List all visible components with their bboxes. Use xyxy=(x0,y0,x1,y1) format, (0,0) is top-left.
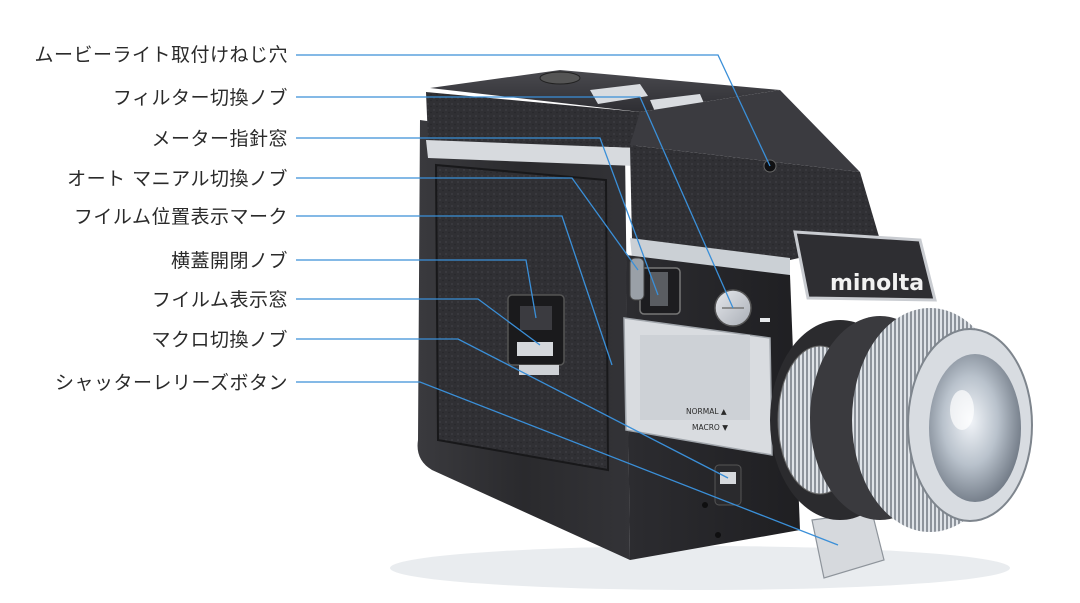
label-meter-window: メーター指針窓 xyxy=(151,128,288,150)
brand-plate xyxy=(793,230,937,302)
front-plate-inner xyxy=(640,335,750,420)
label-movie-light-screw-hole: ムービーライト取付けねじ穴 xyxy=(34,44,288,66)
brand-logo: minolta xyxy=(830,271,924,296)
label-filter-knob: フィルター切換ノブ xyxy=(112,87,288,109)
leader-line-7 xyxy=(296,298,541,346)
label-shutter-release: シャッターレリーズボタン xyxy=(54,372,288,394)
viewfinder-top xyxy=(630,90,860,172)
leader-line-9 xyxy=(296,381,839,546)
leader-line-6 xyxy=(296,259,537,319)
macro-slider-side xyxy=(517,342,553,356)
leader-line-2 xyxy=(296,96,734,309)
mode-normal-text: NORMAL ▲ xyxy=(686,407,727,416)
lens-glass xyxy=(929,354,1021,502)
mode-macro-text: MACRO ▼ xyxy=(692,423,728,432)
trim-band xyxy=(630,238,790,278)
side-leather-top xyxy=(426,92,640,148)
leader-line-3 xyxy=(296,137,659,296)
filter-knob-top xyxy=(590,84,648,104)
leader-line-8 xyxy=(296,338,729,479)
film-window-bar xyxy=(519,365,559,375)
silver-stripe xyxy=(426,140,636,166)
auto-manual-knob xyxy=(629,257,645,301)
leader-line-4 xyxy=(296,177,639,271)
leader-line-1 xyxy=(296,54,771,167)
label-macro-knob: マクロ切換ノブ xyxy=(151,329,288,351)
label-auto-manual-knob: オート マニアル切換ノブ xyxy=(67,168,288,190)
front-upper xyxy=(630,145,880,260)
top-dial xyxy=(539,71,581,85)
label-side-cover-knob: 横蓋開閉ノブ xyxy=(170,250,288,272)
dial-indicator xyxy=(760,318,770,322)
leader-lines xyxy=(296,54,839,546)
shadow xyxy=(390,546,1010,590)
label-film-window: フイルム表示窓 xyxy=(151,289,288,311)
meter-needle-window xyxy=(650,272,668,306)
leader-line-5 xyxy=(296,215,613,366)
label-film-position-mark: フイルム位置表示マーク xyxy=(73,206,288,228)
